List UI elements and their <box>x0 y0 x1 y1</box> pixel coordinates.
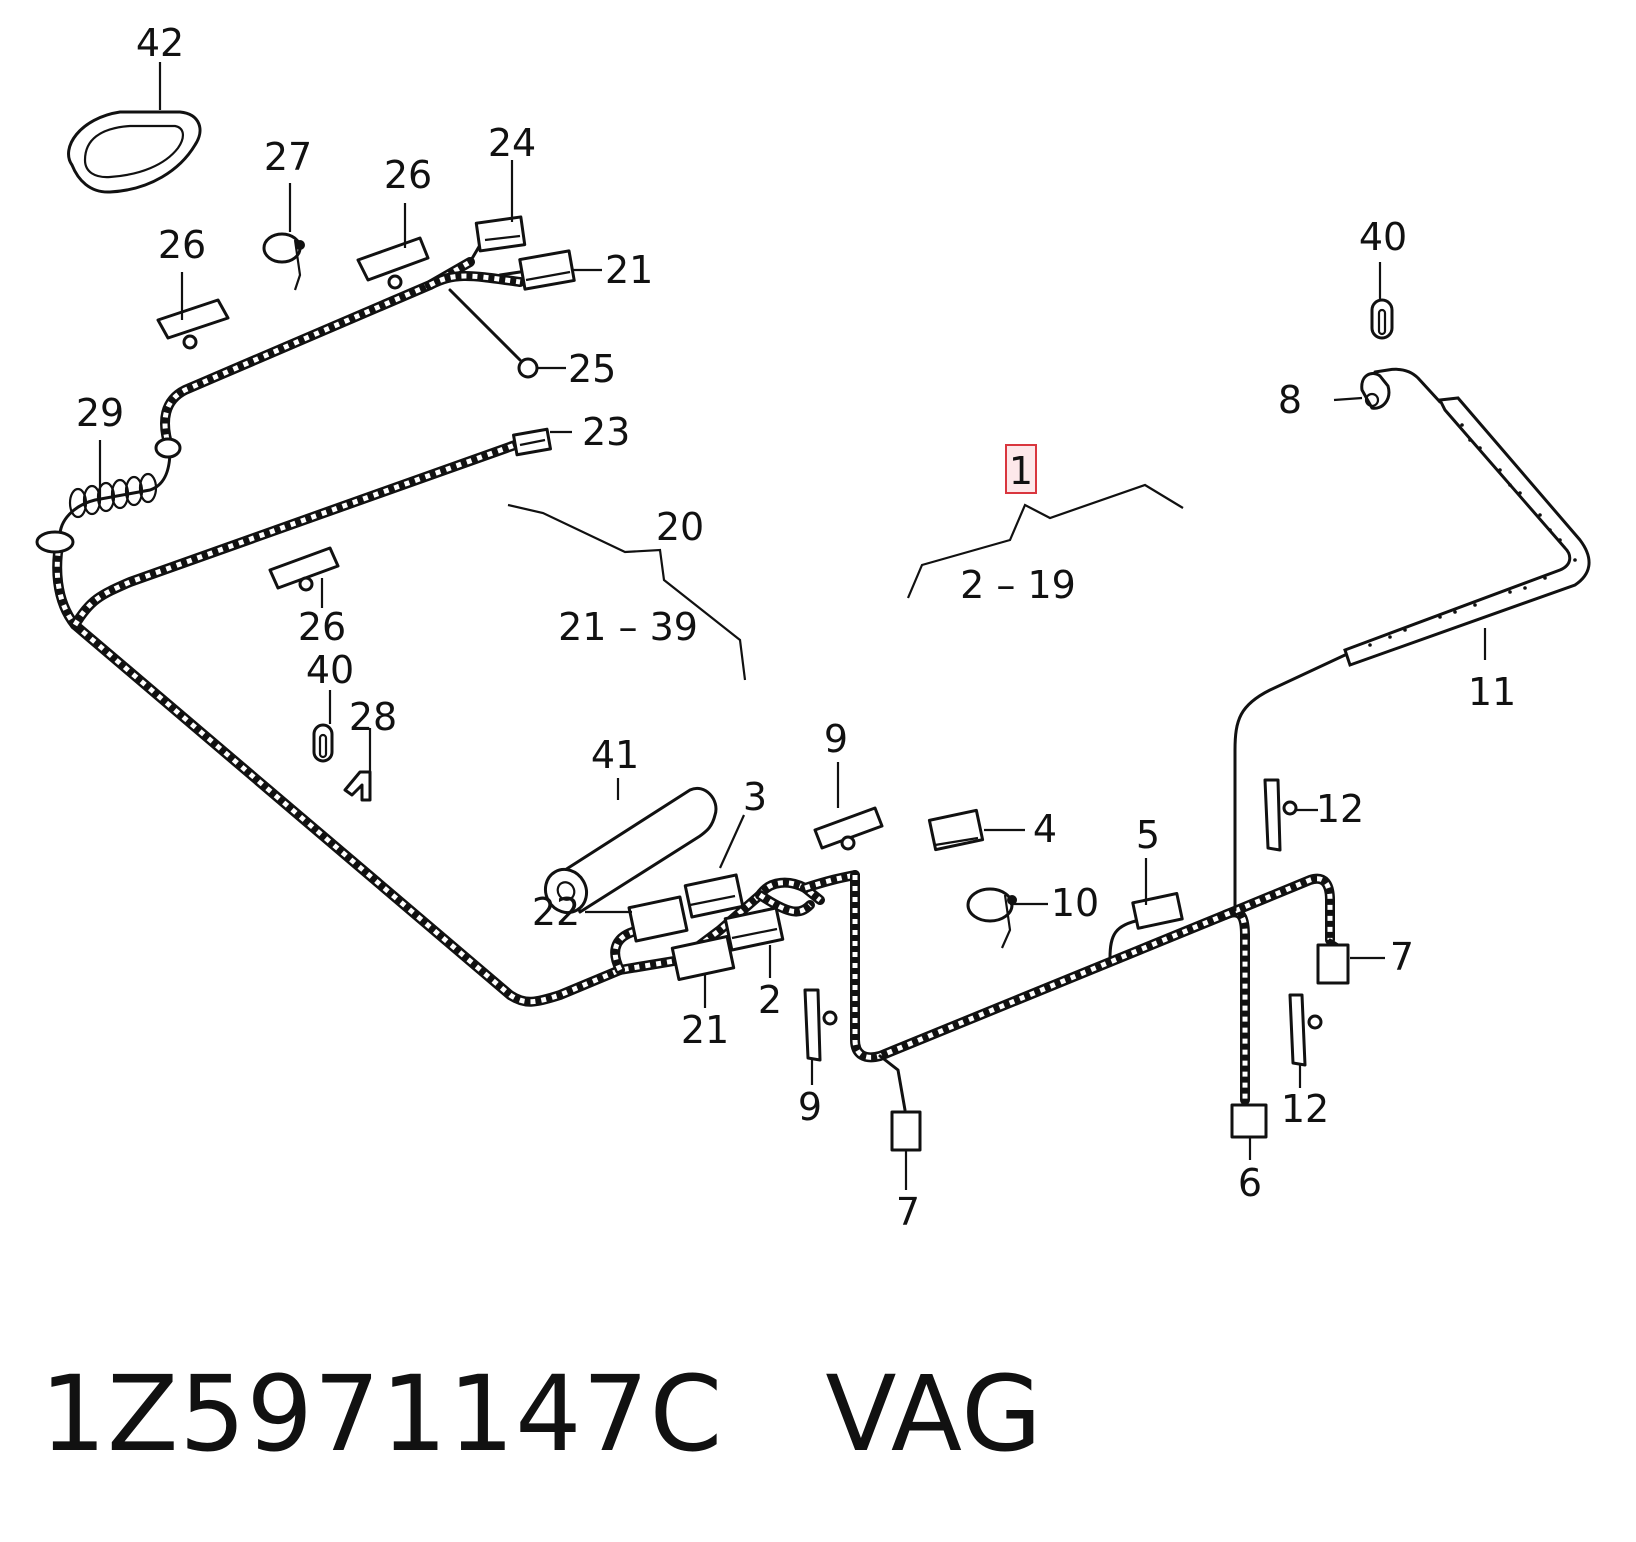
bracket-12-bottom <box>1288 993 1323 1067</box>
callout-6[interactable]: 6 <box>1238 1161 1262 1205</box>
callout-1[interactable]: 1 <box>1009 449 1033 493</box>
callout-24[interactable]: 24 <box>488 121 536 165</box>
clip-40-left <box>312 723 334 763</box>
callout-8[interactable]: 8 <box>1278 378 1302 422</box>
callout-range-21-39[interactable]: 21 – 39 <box>558 605 698 649</box>
callout-9-bottom[interactable]: 9 <box>798 1085 822 1129</box>
callout-3[interactable]: 3 <box>743 775 767 819</box>
callout-5[interactable]: 5 <box>1136 813 1160 857</box>
main-harness <box>35 257 1591 1105</box>
callout-4[interactable]: 4 <box>1033 807 1057 851</box>
callout-40-right[interactable]: 40 <box>1359 215 1407 259</box>
cable-tie-27 <box>262 232 305 291</box>
connector-7-bottom <box>878 1054 922 1152</box>
tape-clip-9-top <box>813 806 884 851</box>
connector-3 <box>683 873 745 919</box>
callout-range-2-19[interactable]: 2 – 19 <box>960 563 1076 607</box>
callout-7-right[interactable]: 7 <box>1390 935 1414 979</box>
callout-12-top[interactable]: 12 <box>1316 787 1364 831</box>
ring-terminal-25 <box>448 288 539 379</box>
callout-9-top[interactable]: 9 <box>824 717 848 761</box>
callout-27[interactable]: 27 <box>264 135 312 179</box>
tape-clip-26-top <box>356 236 430 290</box>
cable-tie-10 <box>966 887 1017 949</box>
callout-21-top[interactable]: 21 <box>605 248 653 292</box>
callout-21-bottom[interactable]: 21 <box>681 1008 729 1052</box>
callout-26-top[interactable]: 26 <box>384 153 432 197</box>
connector-24 <box>468 215 527 264</box>
callout-26-mid[interactable]: 26 <box>298 605 346 649</box>
callout-23[interactable]: 23 <box>582 410 630 454</box>
leader-lines <box>98 62 1487 1190</box>
connector-22 <box>627 895 689 943</box>
callout-12-bottom[interactable]: 12 <box>1281 1087 1329 1131</box>
connector-6 <box>1230 1103 1268 1139</box>
group-bracket-1 <box>906 483 1184 599</box>
callout-7-bottom[interactable]: 7 <box>896 1190 920 1234</box>
connector-7-right <box>1316 938 1350 985</box>
clip-40-right <box>1370 298 1394 340</box>
callout-11[interactable]: 11 <box>1468 670 1516 714</box>
callout-2[interactable]: 2 <box>758 978 782 1022</box>
connector-8 <box>1360 372 1391 410</box>
callout-26-top-left[interactable]: 26 <box>158 223 206 267</box>
bracket-12-top <box>1263 778 1298 852</box>
tape-clip-26-mid <box>268 546 340 592</box>
connector-21-bottom <box>670 935 736 981</box>
insulation-tube-41 <box>543 786 718 915</box>
callout-40-left[interactable]: 40 <box>306 648 354 692</box>
callout-28[interactable]: 28 <box>349 695 397 739</box>
callout-29[interactable]: 29 <box>76 391 124 435</box>
part-number-caption: 1Z5971147C VAG <box>40 1353 1043 1475</box>
grommet-42 <box>67 110 202 194</box>
connector-4 <box>927 808 985 852</box>
callout-22[interactable]: 22 <box>532 890 580 934</box>
callout-42[interactable]: 42 <box>136 21 184 65</box>
callout-20[interactable]: 20 <box>656 505 704 549</box>
connector-21-top <box>498 249 576 291</box>
group-bracket-20 <box>507 503 747 681</box>
callout-1-highlight <box>1005 444 1037 494</box>
connector-2 <box>723 906 785 952</box>
holder-28 <box>343 770 372 802</box>
connector-23 <box>512 427 552 457</box>
callout-25[interactable]: 25 <box>568 347 616 391</box>
callout-41[interactable]: 41 <box>591 733 639 777</box>
callout-10[interactable]: 10 <box>1051 881 1099 925</box>
tape-clip-26-top-left <box>156 298 230 350</box>
bracket-9-bottom <box>803 988 838 1062</box>
